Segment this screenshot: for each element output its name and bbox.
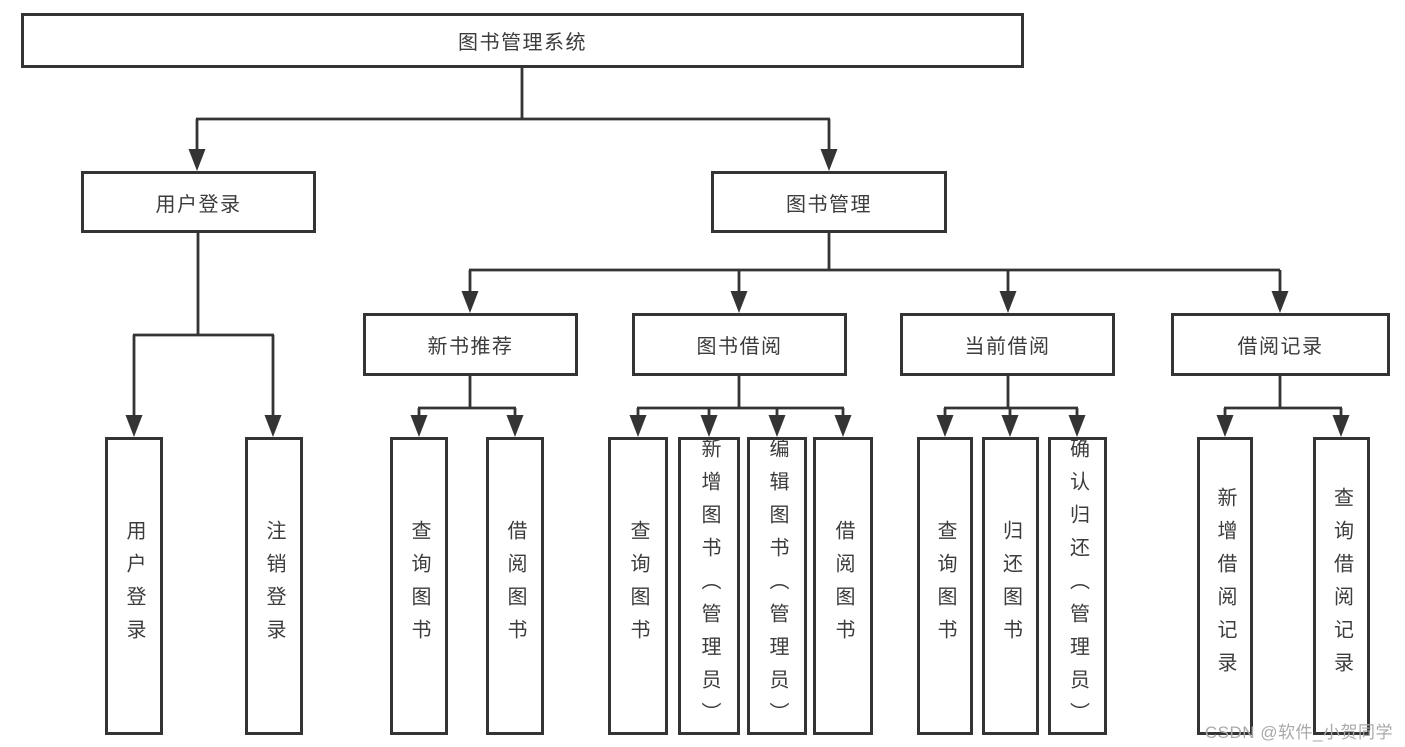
leaf-return-books: 归还图书 <box>982 437 1039 735</box>
leaf-query-borrow-record: 查询借阅记录 <box>1313 437 1370 735</box>
csdn-watermark: CSDN @软件_小贺同学 <box>1204 723 1393 742</box>
leaf-add-books-admin: 新增图书（管理员） <box>678 437 740 735</box>
leaf-logout: 注销登录 <box>245 437 303 735</box>
leaf-label: 借阅图书 <box>504 520 526 652</box>
leaf-edit-books-admin: 编辑图书（管理员） <box>747 437 807 735</box>
node-current-borrowing: 当前借阅 <box>900 313 1115 376</box>
leaf-label: 注销登录 <box>263 520 285 652</box>
leaf-user-login: 用户登录 <box>105 437 163 735</box>
leaf-label: 查询借阅记录 <box>1330 487 1353 685</box>
node-label: 图书管理 <box>786 193 872 216</box>
leaf-label: 编辑图书（管理员） <box>766 437 788 735</box>
node-label: 图书管理系统 <box>458 32 587 54</box>
node-user-login: 用户登录 <box>81 171 316 233</box>
leaf-borrow-books: 借阅图书 <box>486 437 544 735</box>
leaf-query-books-2: 查询图书 <box>608 437 668 735</box>
node-label: 当前借阅 <box>964 336 1051 358</box>
leaf-label: 借阅图书 <box>832 520 854 652</box>
leaf-add-borrow-record: 新增借阅记录 <box>1197 437 1253 735</box>
leaf-label: 查询图书 <box>627 520 649 652</box>
leaf-label: 查询图书 <box>934 520 956 652</box>
node-book-management: 图书管理 <box>711 171 947 233</box>
leaf-borrow-books-2: 借阅图书 <box>813 437 873 735</box>
node-label: 新书推荐 <box>427 336 514 358</box>
leaf-query-books: 查询图书 <box>390 437 448 735</box>
leaf-label: 查询图书 <box>408 520 430 652</box>
leaf-label: 确认归还（管理员） <box>1066 437 1089 735</box>
leaf-label: 新增借阅记录 <box>1214 487 1236 685</box>
node-library-management-system: 图书管理系统 <box>21 13 1024 68</box>
leaf-label: 新增图书（管理员） <box>698 437 720 735</box>
node-label: 借阅记录 <box>1237 336 1324 358</box>
node-label: 图书借阅 <box>696 336 783 358</box>
leaf-query-books-3: 查询图书 <box>917 437 973 735</box>
leaf-label: 用户登录 <box>123 520 145 652</box>
node-book-borrowing: 图书借阅 <box>632 313 847 376</box>
leaf-label: 归还图书 <box>999 520 1022 652</box>
leaf-confirm-return-admin: 确认归还（管理员） <box>1048 437 1107 735</box>
node-label: 用户登录 <box>155 193 242 216</box>
node-new-book-recommendation: 新书推荐 <box>363 313 578 376</box>
node-borrowing-records: 借阅记录 <box>1171 313 1390 376</box>
